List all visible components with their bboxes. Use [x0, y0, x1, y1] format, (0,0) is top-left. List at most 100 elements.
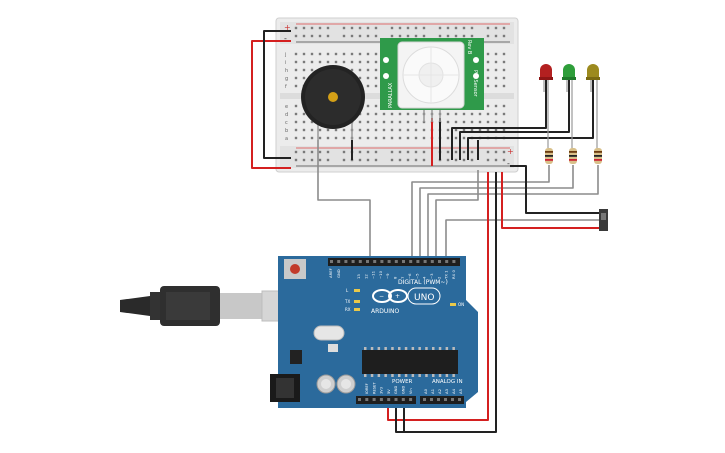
bb-hole — [494, 104, 498, 108]
bb-hole — [486, 60, 490, 64]
bb-hole — [366, 120, 370, 124]
bb-hole — [438, 26, 442, 30]
bb-hole — [302, 76, 306, 80]
bb-hole — [294, 120, 298, 124]
bb-hole — [374, 34, 378, 38]
bb-hole — [502, 26, 506, 30]
digital-pin-label: TX 1 — [444, 270, 449, 280]
bb-hole — [366, 84, 370, 88]
bb-hole — [318, 26, 322, 30]
wires — [251, 30, 600, 433]
bb-hole — [358, 76, 362, 80]
bb-hole — [422, 26, 426, 30]
bb-hole — [358, 68, 362, 72]
chip-pin — [384, 347, 387, 350]
header-pin — [451, 398, 454, 401]
bb-hole — [294, 112, 298, 116]
board-brand: ARDUINO — [371, 308, 400, 315]
chip-pin — [364, 347, 367, 350]
digital-pin-label: ~10 — [378, 270, 383, 279]
bb-hole — [318, 150, 322, 154]
bb-hole — [366, 34, 370, 38]
resistor-1 — [545, 148, 553, 164]
chip-pin — [425, 347, 428, 350]
bb-hole — [318, 158, 322, 162]
bb-hole — [470, 120, 474, 124]
header-pin — [337, 260, 341, 263]
digital-pin-label: ~3 — [429, 273, 434, 279]
bb-hole — [502, 52, 506, 56]
aref-label: AREF — [328, 268, 333, 278]
header-pin — [344, 260, 348, 263]
chip-pin — [411, 374, 415, 377]
bb-hole — [366, 128, 370, 132]
bb-hole — [494, 52, 498, 56]
bb-hole — [326, 136, 330, 140]
bb-hole — [374, 128, 378, 132]
power-header-label: POWER — [392, 379, 413, 385]
bb-hole — [350, 68, 354, 72]
power-pin-label: IOREF — [365, 383, 369, 394]
bb-hole — [462, 34, 466, 38]
wire-red-switch — [501, 172, 600, 229]
bb-hole — [374, 120, 378, 124]
wire-black-gnd — [395, 172, 497, 433]
header-pin — [380, 260, 384, 263]
bb-hole — [310, 136, 314, 140]
bb-hole — [486, 104, 490, 108]
resistor-2 — [569, 148, 577, 164]
yellow-led — [586, 64, 600, 148]
bb-hole — [470, 150, 474, 154]
chip-pin — [445, 374, 449, 377]
bb-hole — [478, 112, 482, 116]
bb-hole — [310, 120, 314, 124]
digital-pin-label: ~5 — [414, 273, 419, 279]
analog-header-label: ANALOG IN — [432, 379, 463, 385]
bb-hole — [454, 26, 458, 30]
bb-hole — [294, 84, 298, 88]
bb-hole — [342, 60, 346, 64]
bb-row-letter: e — [285, 104, 288, 110]
bb-hole — [462, 26, 466, 30]
header-pin — [365, 398, 369, 401]
bb-hole — [470, 128, 474, 132]
bb-hole — [366, 76, 370, 80]
bb-hole — [358, 158, 362, 162]
bb-hole — [318, 52, 322, 56]
tx-label: TX — [344, 299, 350, 304]
bb-hole — [390, 136, 394, 140]
bb-hole — [446, 158, 450, 162]
chip-pin — [425, 374, 428, 377]
bb-hole — [446, 150, 450, 154]
digital-pin-label: RX 0 — [451, 270, 456, 279]
bb-hole — [302, 26, 306, 30]
bb-hole — [502, 68, 506, 72]
power-pin-label: GND — [402, 386, 406, 394]
digital-pin-label: ~6 — [407, 273, 412, 279]
digital-pin-label: 7 — [400, 276, 405, 279]
arduino-logo: − + — [372, 289, 408, 303]
resistor-3 — [594, 148, 602, 164]
wire-red-left — [251, 40, 291, 169]
bb-hole — [494, 120, 498, 124]
bb-hole — [398, 128, 402, 132]
green-led — [562, 64, 576, 148]
bb-hole — [310, 26, 314, 30]
bb-hole — [350, 34, 354, 38]
wire-gray-switch — [445, 219, 600, 258]
bb-row-letter: d — [285, 112, 288, 118]
bb-hole — [398, 158, 402, 162]
header-pin — [409, 260, 413, 263]
bb-hole — [318, 136, 322, 140]
bb-hole — [406, 120, 410, 124]
leds — [539, 64, 600, 148]
header-pin — [430, 398, 433, 401]
header-pin — [387, 398, 391, 401]
bb-hole — [366, 150, 370, 154]
bb-hole — [310, 52, 314, 56]
header-pin — [394, 398, 398, 401]
bb-hole — [374, 84, 378, 88]
header-pin — [437, 398, 440, 401]
bb-hole — [302, 60, 306, 64]
